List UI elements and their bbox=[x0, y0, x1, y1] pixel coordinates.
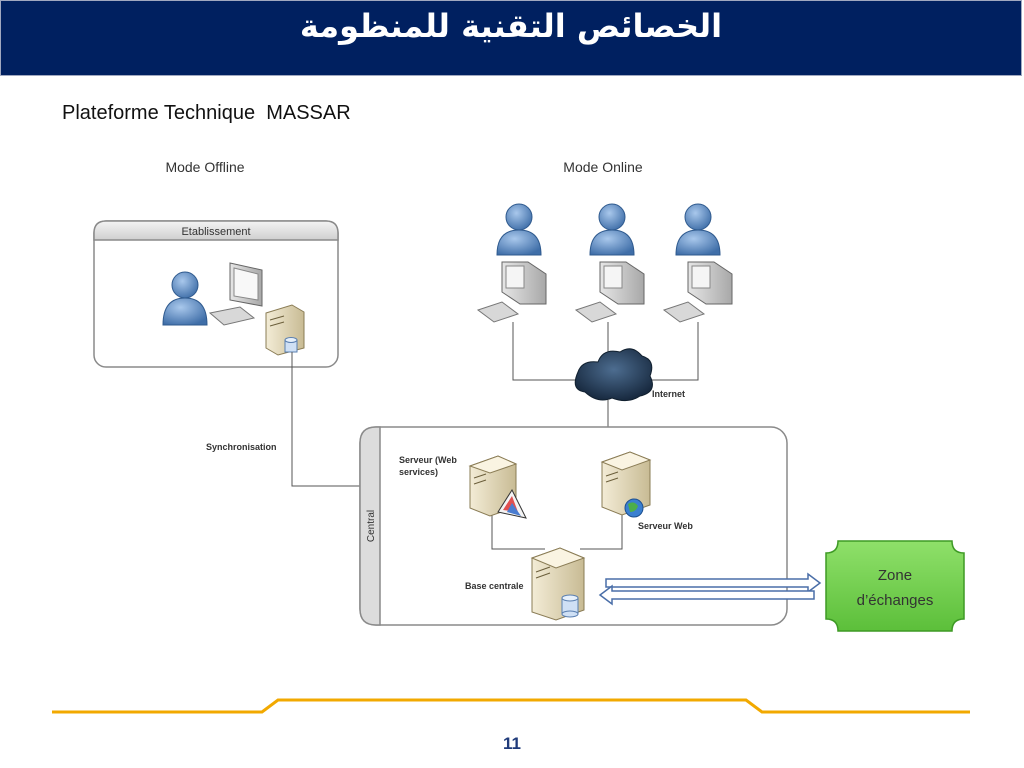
slide-title: الخصائص التقنية للمنظومة bbox=[299, 7, 723, 45]
internet-label: Internet bbox=[652, 389, 685, 399]
zone-label-1: Zone bbox=[878, 567, 912, 584]
online-pc-3-icon bbox=[662, 261, 733, 323]
serveur-ws-label-1: Serveur (Web bbox=[399, 455, 457, 465]
online-pc-2-icon bbox=[574, 261, 645, 323]
online-pc-1-icon bbox=[476, 261, 547, 323]
exchange-arrow-right bbox=[605, 572, 822, 594]
webservices-icon bbox=[497, 488, 527, 519]
central-box: Central bbox=[359, 426, 788, 626]
title-bar: الخصائص التقنية للمنظومة bbox=[0, 0, 1022, 76]
central-label: Central bbox=[366, 510, 377, 542]
slide-subtitle: Plateforme Technique MASSAR bbox=[62, 102, 351, 124]
exchange-arrow-left bbox=[598, 584, 815, 606]
online-user-2-icon bbox=[589, 203, 635, 256]
online-user-1-icon bbox=[496, 203, 542, 256]
page-number: 11 bbox=[503, 734, 521, 753]
workstation-icon bbox=[208, 262, 263, 326]
zone-label-2: d’échanges bbox=[857, 592, 934, 609]
web-server-icon bbox=[600, 451, 652, 516]
globe-icon bbox=[624, 498, 644, 518]
central-connections bbox=[491, 515, 623, 550]
mode-online-label: Mode Online bbox=[563, 159, 643, 175]
serveur-web-label: Serveur Web bbox=[638, 521, 693, 531]
base-centrale-label: Base centrale bbox=[465, 581, 524, 591]
serveur-ws-label-2: services) bbox=[399, 467, 438, 477]
zone-echanges-shape bbox=[825, 540, 965, 632]
cloud-icon bbox=[574, 348, 653, 402]
etablissement-label: Etablissement bbox=[181, 226, 250, 238]
database-icon bbox=[284, 337, 298, 353]
central-database-icon bbox=[561, 594, 579, 618]
user-icon bbox=[162, 271, 208, 326]
online-user-3-icon bbox=[675, 203, 721, 256]
mode-offline-label: Mode Offline bbox=[165, 159, 244, 175]
synchronisation-label: Synchronisation bbox=[206, 442, 277, 452]
footer-line bbox=[52, 698, 970, 714]
